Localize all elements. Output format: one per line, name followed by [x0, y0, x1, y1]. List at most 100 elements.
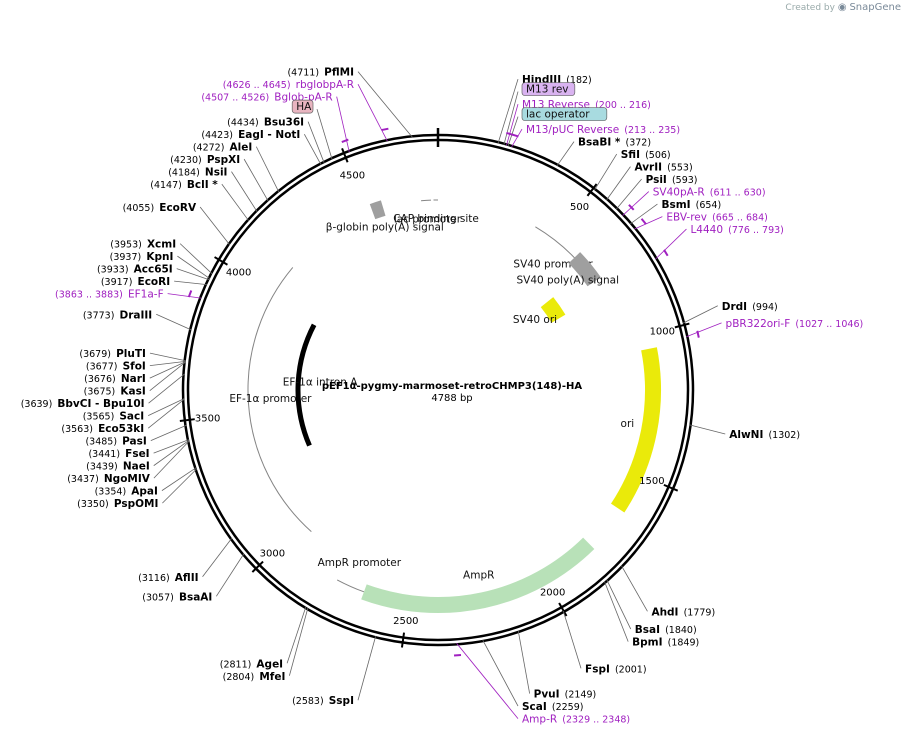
- leader-bpmi: [604, 581, 629, 642]
- watermark-prefix: Created by: [785, 3, 835, 13]
- primer-mark-l4440: [663, 249, 669, 257]
- feature-sv40-poly-a-signal: [568, 252, 601, 287]
- site-pos-kasi: (3675): [84, 387, 116, 398]
- feature-label-lac-promoter: lac promoter: [394, 213, 462, 225]
- site-pos-ecori: (3917): [101, 277, 133, 288]
- box-label-lac-operator: lac operator: [526, 109, 590, 121]
- site-pos-bsabi: (372): [626, 138, 652, 149]
- feature-label-ori: ori: [621, 418, 635, 430]
- site-pflmi: (4711) PflMI: [287, 61, 354, 80]
- site-name-psii: PsiI: [646, 174, 667, 186]
- leader-pasi: [150, 424, 187, 441]
- site-pos-aflii: (3116): [138, 573, 170, 584]
- watermark-brand: SnapGene: [849, 2, 901, 13]
- leader-ecorv: [199, 206, 230, 245]
- site-pos-ngomiv: (3437): [67, 474, 99, 485]
- site-pos-saci: (3565): [83, 412, 115, 423]
- leader-sfoi: [149, 360, 186, 367]
- plasmid-name: pEF1α-pygmy-marmoset-retroCHMP3(148)-HA: [322, 381, 583, 392]
- site-name-naei: NaeI: [123, 461, 150, 473]
- site-pos-alwni: (1302): [768, 430, 800, 441]
- site-name-pluti: PluTI: [116, 348, 146, 360]
- site-pos-alei: (4272): [193, 143, 225, 154]
- leader-ngomiv: [153, 440, 190, 479]
- primer-m13-puc-reverse: M13/pUC Reverse (213 .. 235): [526, 118, 680, 137]
- site-name-ahdi: AhdI: [651, 606, 678, 618]
- primer-mark-rbglobpa-r: [381, 127, 389, 132]
- site-pos-avrii: (553): [667, 163, 693, 174]
- primer-name-ebv-rev: EBV-rev: [666, 212, 707, 224]
- site-bsaai: (3057) BsaAI: [142, 585, 212, 604]
- site-name-nsii: NsiI: [205, 167, 228, 179]
- site-layer: (4711) PflMI(4626 .. 4645) rbglobpA-R(45…: [21, 61, 864, 726]
- primer-pos-sv40pa-r: (611 .. 630): [710, 188, 766, 199]
- site-mfei: (2804) MfeI: [223, 665, 286, 684]
- site-name-bsabi: BsaBI *: [578, 137, 621, 149]
- tick-label-500: 500: [570, 202, 589, 213]
- site-name-pasi: PasI: [122, 436, 147, 448]
- leader-bcli: [221, 183, 249, 221]
- primer-name-rbglobpa-r: rbglobpA-R: [296, 79, 354, 91]
- site-drdi: DrdI (994): [722, 295, 778, 314]
- site-pos-pflmi: (4711): [287, 68, 319, 79]
- leader-avrii: [606, 166, 631, 201]
- primer-name-pbr322ori-f: pBR322ori-F: [726, 318, 791, 330]
- site-sspi: (2583) SspI: [292, 689, 354, 708]
- site-name-alwni: AlwNI: [729, 429, 763, 441]
- site-pos-agei: (2811): [220, 659, 252, 670]
- site-aflii: (3116) AflII: [138, 566, 198, 585]
- site-pspxi: (4230) PspXI: [170, 148, 240, 167]
- tick-label-2500: 2500: [393, 616, 418, 627]
- tick-label-3000: 3000: [260, 548, 285, 559]
- site-bsabi: BsaBI * (372): [578, 131, 651, 150]
- site-pos-sfoi: (3677): [86, 362, 118, 373]
- site-agei: (2811) AgeI: [220, 652, 283, 671]
- primer-mark-ef1a-f: [187, 290, 193, 298]
- site-avrii: AvrII (553): [634, 156, 692, 175]
- site-name-ecorv: EcoRV: [159, 202, 197, 214]
- leader-acc65i: [176, 268, 210, 281]
- site-xcmi: (3953) XcmI: [110, 233, 176, 252]
- site-sfoi: (3677) SfoI: [86, 355, 146, 374]
- leader-xcmi: [179, 243, 213, 275]
- leader-bsmi: [629, 203, 658, 225]
- primer-pos-ebv-rev: (665 .. 684): [712, 213, 768, 224]
- snapgene-logo-icon: ◉: [837, 2, 847, 13]
- site-name-saci: SacI: [119, 411, 144, 423]
- tick-label-3500: 3500: [195, 414, 220, 425]
- site-pos-nari: (3676): [84, 374, 116, 385]
- site-pos-pspxi: (4230): [170, 155, 202, 166]
- leader-nsii: [231, 171, 258, 212]
- site-name-kasi: KasI: [120, 386, 145, 398]
- site-sfii: SfiI (506): [621, 143, 671, 162]
- primer-pbr322ori-f: pBR322ori-F (1027 .. 1046): [726, 312, 864, 331]
- site-naei: (3439) NaeI: [86, 455, 150, 474]
- leader-pspomi: [162, 468, 197, 504]
- site-pos-nsii: (4184): [168, 168, 200, 179]
- primer-pos-m13-reverse: (200 .. 216): [595, 100, 651, 111]
- site-bsmi: BsmI (654): [661, 193, 721, 212]
- primer-pos-pbr322ori-f: (1027 .. 1046): [795, 319, 863, 330]
- leader-lac-operator: [507, 116, 519, 146]
- site-pos-draiii: (3773): [83, 310, 115, 321]
- site-pos-bcli: (4147): [150, 180, 182, 191]
- feature-ampr-promoter: [336, 579, 365, 593]
- site-bsai: BsaI (1840): [635, 618, 697, 637]
- feature-ori: [610, 347, 661, 513]
- site-draiii: (3773) DraIII: [83, 303, 152, 322]
- leader-saci: [147, 398, 185, 416]
- primer-rbglobpa-r: (4626 .. 4645) rbglobpA-R: [223, 73, 354, 92]
- site-name-agei: AgeI: [256, 658, 283, 670]
- feature-label-globin-poly-a-signal: β-globin poly(A) signal: [326, 222, 444, 234]
- primer-name-bglob-pa-r: Bglob-pA-R: [274, 92, 332, 104]
- primer-pos-bglob-pa-r: (4507 .. 4526): [201, 93, 269, 104]
- site-name-fspi: FspI: [585, 663, 610, 675]
- site-name-mfei: MfeI: [259, 671, 285, 683]
- site-name-bsu36i: Bsu36I: [264, 117, 304, 129]
- site-name-kpni: KpnI: [146, 251, 173, 263]
- site-name-bsmi: BsmI: [661, 199, 690, 211]
- leader-naei: [153, 440, 190, 466]
- primer-sv40pa-r: SV40pA-R (611 .. 630): [653, 181, 766, 200]
